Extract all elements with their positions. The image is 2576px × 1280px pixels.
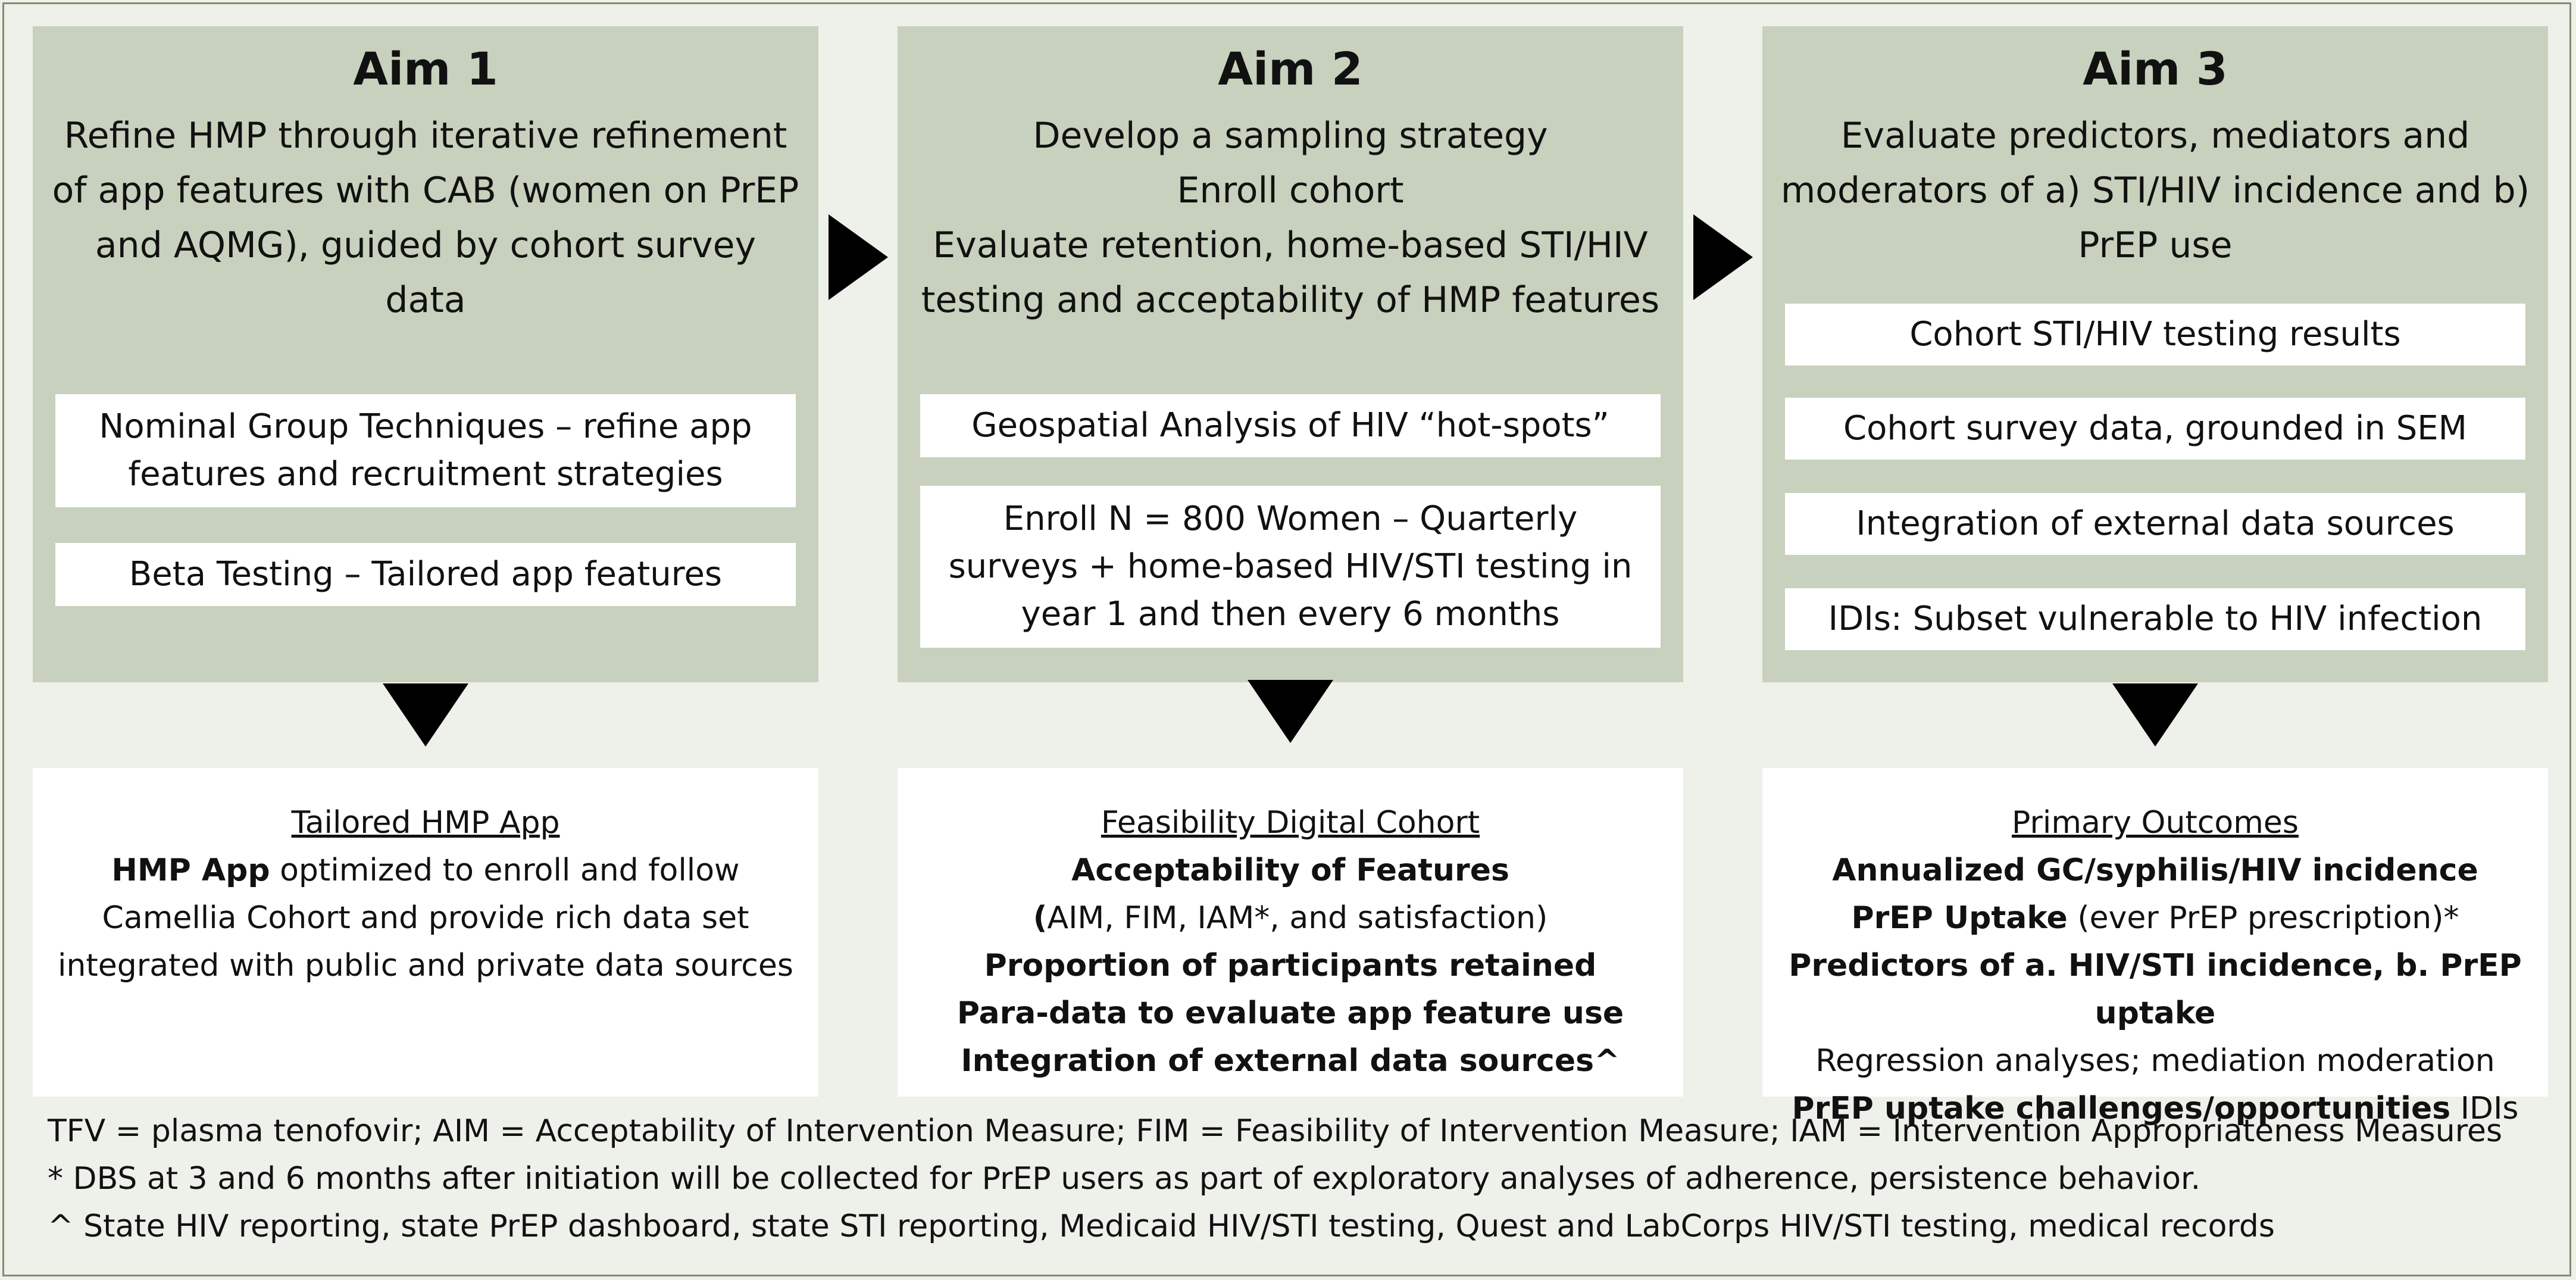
- outcome-line: PrEP uptake challenges/opportunities IDI…: [1762, 1085, 2548, 1132]
- arrow-down-icon: [2112, 683, 2198, 747]
- aim-2-description: Develop a sampling strategy Enroll cohor…: [915, 108, 1665, 327]
- outcome-text: IDIs: [2450, 1091, 2519, 1126]
- aim-1-task-nominal-group: Nominal Group Techniques – refine app fe…: [55, 394, 796, 507]
- arrow-down-icon: [1248, 680, 1333, 743]
- outcome-bold-text: (: [1033, 900, 1048, 936]
- aim-2-description-line: Evaluate retention, home-based STI/HIV t…: [921, 224, 1660, 321]
- outcome-line: Annualized GC/syphilis/HIV incidence: [1832, 853, 2478, 888]
- aim-1-task-beta-testing: Beta Testing – Tailored app features: [55, 543, 796, 606]
- outcome-title: Primary Outcomes: [2012, 805, 2299, 841]
- outcome-line: Integration of external data sources^: [961, 1043, 1620, 1079]
- outcome-bold-text: PrEP uptake challenges/opportunities: [1792, 1091, 2451, 1126]
- outcome-text: optimized to enroll and follow Camellia …: [58, 853, 793, 984]
- aim-3-panel: Aim 3 Evaluate predictors, mediators and…: [1762, 26, 2548, 682]
- outcome-line: Para-data to evaluate app feature use: [956, 995, 1624, 1031]
- aim-3-task-external-data: Integration of external data sources: [1785, 493, 2525, 555]
- outcome-title: Feasibility Digital Cohort: [1101, 805, 1480, 841]
- arrow-right-icon: [829, 214, 888, 300]
- outcome-bold-text: HMP App: [111, 853, 270, 888]
- aim-3-task-survey-data: Cohort survey data, grounded in SEM: [1785, 398, 2525, 460]
- outcome-text: (ever PrEP prescription)*: [2067, 900, 2459, 936]
- footnote-dbs: * DBS at 3 and 6 months after initiation…: [48, 1161, 2201, 1197]
- outcome-title: Tailored HMP App: [291, 805, 560, 841]
- footnote-abbreviations: TFV = plasma tenofovir; AIM = Acceptabil…: [48, 1113, 2503, 1149]
- aim-2-panel: Aim 2 Develop a sampling strategy Enroll…: [898, 26, 1683, 682]
- arrow-right-icon: [1693, 214, 1753, 300]
- aim-2-heading: Aim 2: [1218, 42, 1363, 95]
- aim-2-description-line: Enroll cohort: [1177, 170, 1404, 211]
- arrow-down-icon: [383, 683, 468, 747]
- aim-2-description-line: Develop a sampling strategy: [1033, 115, 1548, 157]
- aim-1-description: Refine HMP through iterative refinement …: [52, 115, 799, 321]
- outcome-text: AIM, FIM, IAM*, and satisfaction): [1047, 900, 1548, 936]
- outcome-line: Predictors of a. HIV/STI incidence, b. P…: [1789, 948, 2522, 1031]
- outcome-box-primary-outcomes: Primary Outcomes Annualized GC/syphilis/…: [1762, 768, 2548, 1126]
- aim-1-panel: Aim 1 Refine HMP through iterative refin…: [33, 26, 818, 682]
- outcome-box-feasibility-cohort: Feasibility Digital Cohort Acceptability…: [898, 768, 1683, 1097]
- outcome-description: HMP App optimized to enroll and follow C…: [33, 847, 818, 989]
- aim-3-description: Evaluate predictors, mediators and moder…: [1780, 115, 2530, 266]
- outcome-line: Proportion of participants retained: [984, 948, 1597, 984]
- outcome-line: Acceptability of Features: [1071, 853, 1509, 888]
- aim-3-heading: Aim 3: [2083, 42, 2228, 95]
- outcome-line: (AIM, FIM, IAM*, and satisfaction): [898, 894, 1683, 942]
- outcome-box-tailored-app: Tailored HMP App HMP App optimized to en…: [33, 768, 818, 1097]
- outcome-line: PrEP Uptake (ever PrEP prescription)*: [1762, 894, 2548, 942]
- outcome-bold-text: PrEP Uptake: [1851, 900, 2068, 936]
- aim-2-task-enroll: Enroll N = 800 Women – Quarterly surveys…: [920, 486, 1661, 648]
- aim-1-heading: Aim 1: [353, 42, 498, 95]
- footnotes: TFV = plasma tenofovir; AIM = Acceptabil…: [48, 1107, 2536, 1250]
- aim-2-task-geospatial: Geospatial Analysis of HIV “hot-spots”: [920, 394, 1661, 457]
- aim-3-task-idis: IDIs: Subset vulnerable to HIV infection: [1785, 588, 2525, 650]
- footnote-data-sources: ^ State HIV reporting, state PrEP dashbo…: [48, 1209, 2275, 1244]
- aim-3-task-testing-results: Cohort STI/HIV testing results: [1785, 304, 2525, 366]
- outcome-line: Regression analyses; mediation moderatio…: [1815, 1043, 2495, 1079]
